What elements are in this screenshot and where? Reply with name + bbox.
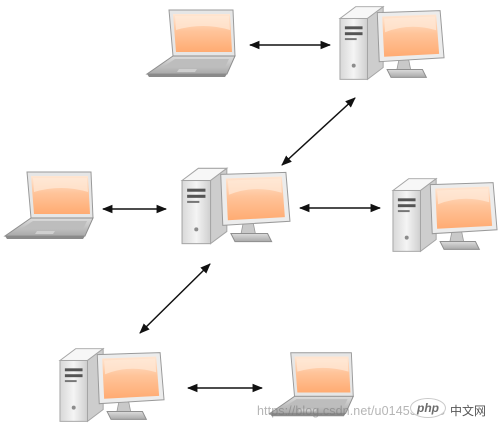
watermark: https://blog.csdn.net/u014534808 php 中文网 — [257, 398, 486, 423]
arrow-desktop-center-to-desktop-bottom-left — [139, 263, 211, 334]
watermark-url: https://blog.csdn.net/u014534808 — [257, 404, 446, 418]
laptop-icon-top — [146, 9, 236, 78]
watermark-site-name: 中文网 — [450, 404, 487, 418]
connection-arrows — [101, 40, 382, 393]
php-logo-icon: php — [410, 398, 446, 418]
desktop-computer-icon-mid-right — [392, 178, 498, 252]
desktop-computer-icon-bottom-left — [59, 348, 165, 422]
desktop-computer-icon-center — [181, 167, 291, 245]
arrow-desktop-top-right-to-desktop-center — [281, 97, 356, 166]
desktop-computer-icon-top-right — [339, 6, 445, 80]
laptop-icon-mid-left — [4, 171, 94, 240]
